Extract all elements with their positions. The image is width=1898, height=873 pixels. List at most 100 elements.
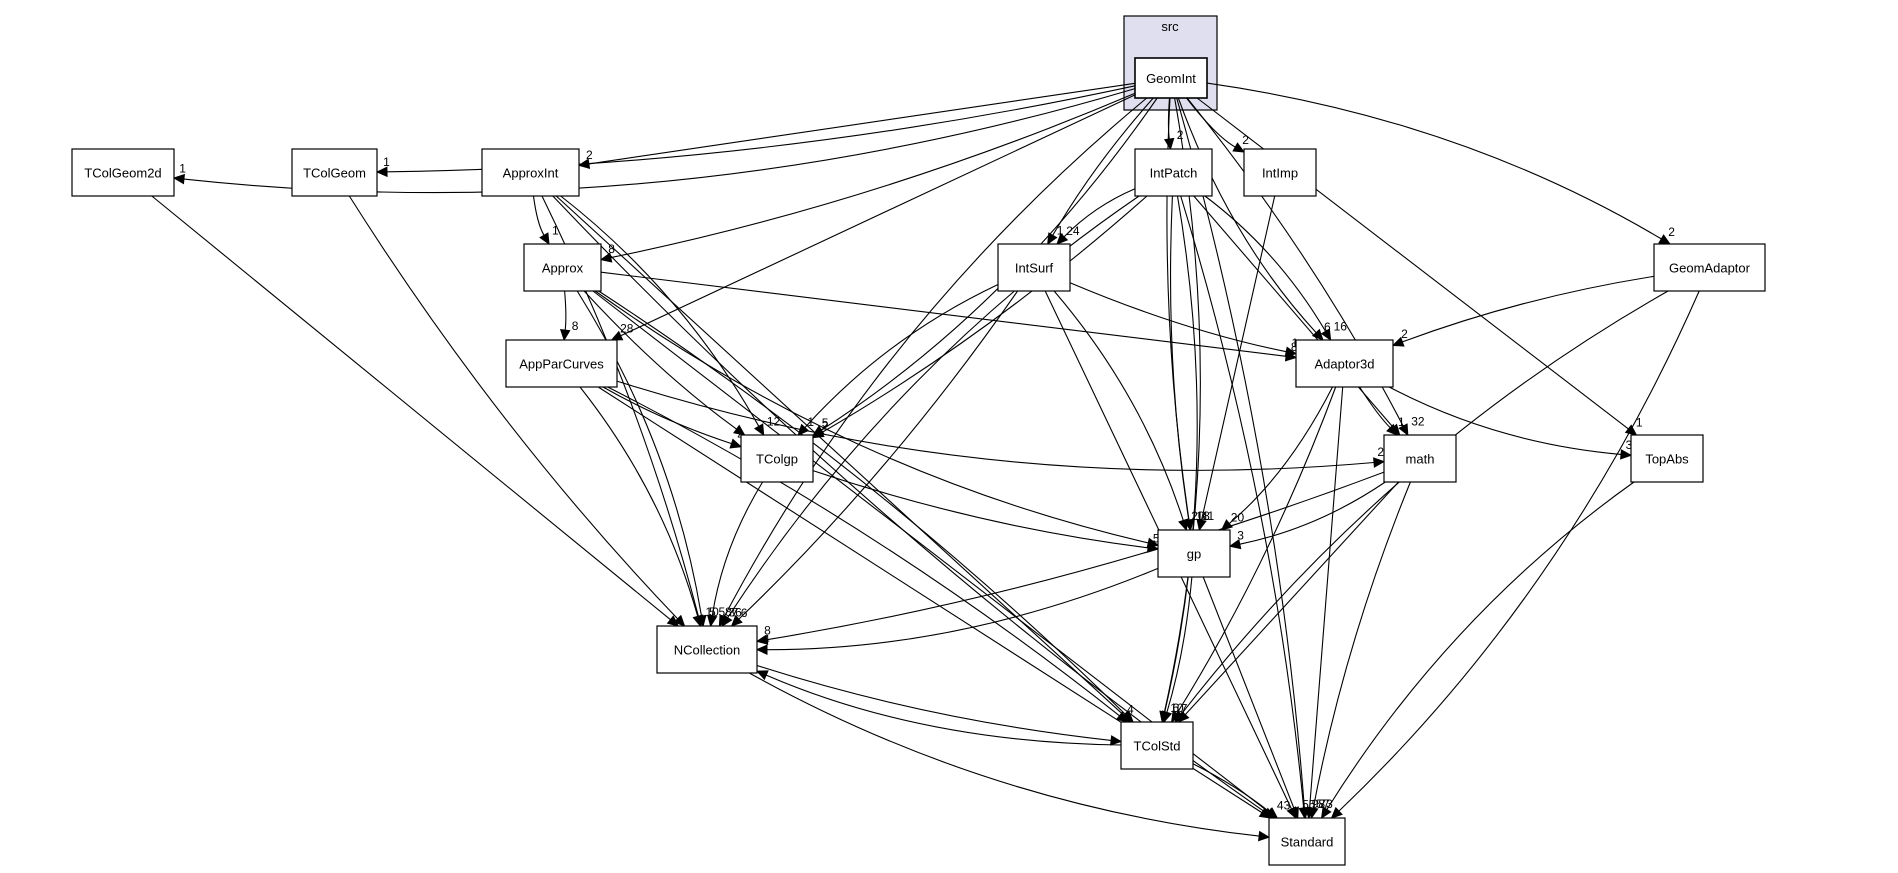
- node-t-col-geom2d[interactable]: TColGeom2d: [71, 148, 175, 197]
- edge-math-to-standard: 73: [1308, 481, 1411, 820]
- edge-count-label[interactable]: 24: [1066, 224, 1080, 238]
- edge-count-label[interactable]: 32: [1411, 415, 1425, 429]
- node-int-patch[interactable]: IntPatch: [1134, 148, 1213, 197]
- edge-count-label[interactable]: 2: [586, 148, 593, 162]
- edge-count-label[interactable]: 28: [620, 321, 634, 335]
- node-standard[interactable]: Standard: [1268, 817, 1346, 866]
- edge-count-label[interactable]: 4: [763, 633, 770, 647]
- edge-line: [1338, 290, 1700, 812]
- arrowhead: [707, 614, 718, 628]
- node-t-col-geom[interactable]: TColGeom: [291, 148, 378, 197]
- node-math[interactable]: math: [1383, 434, 1457, 483]
- node-adaptor3d[interactable]: Adaptor3d: [1295, 339, 1394, 388]
- node-t-colgp[interactable]: TColgp: [740, 434, 814, 483]
- edge-count-label[interactable]: 1: [807, 415, 814, 429]
- arrowhead: [1320, 806, 1332, 820]
- node-app-par-curves[interactable]: AppParCurves: [505, 339, 618, 388]
- edge-count-label[interactable]: 7: [731, 606, 738, 620]
- arrowhead: [1121, 710, 1134, 723]
- edge-count-label[interactable]: 5: [822, 416, 829, 430]
- node-t-col-std[interactable]: TColStd: [1120, 721, 1194, 770]
- edge-n-collection-to-standard: [749, 672, 1271, 842]
- node-label: TColgp: [756, 452, 798, 467]
- node-label: IntImp: [1262, 166, 1298, 181]
- edge-count-label[interactable]: 8: [1291, 340, 1298, 354]
- node-approx[interactable]: Approx: [523, 243, 602, 292]
- node-n-collection[interactable]: NCollection: [656, 625, 758, 674]
- edge-line: [579, 386, 699, 617]
- edge-line: [564, 290, 567, 331]
- node-label: TColStd: [1134, 739, 1181, 754]
- edge-count-label[interactable]: 2: [1668, 225, 1675, 239]
- arrowhead: [1658, 234, 1671, 245]
- node-top-abs[interactable]: TopAbs: [1630, 434, 1704, 483]
- node-label: TopAbs: [1645, 452, 1689, 467]
- edge-line: [1176, 97, 1305, 809]
- edge-line: [1164, 195, 1198, 713]
- node-label: IntPatch: [1150, 166, 1198, 181]
- arrowhead: [1620, 449, 1633, 460]
- edge-count-label[interactable]: 20: [1231, 510, 1245, 524]
- edge-count-label[interactable]: 1: [1208, 509, 1215, 523]
- edge-geom-adaptor-to-standard: [1330, 290, 1700, 819]
- edge-count-label[interactable]: 2: [1401, 327, 1408, 341]
- edge-t-colgp-to-gp: 55: [812, 470, 1167, 553]
- edge-count-label[interactable]: 6: [1324, 320, 1331, 334]
- edge-int-patch-to-n-collection: 7: [721, 195, 1140, 628]
- node-geom-adaptor[interactable]: GeomAdaptor: [1653, 243, 1766, 292]
- edge-line: [821, 195, 1148, 434]
- node-approx-int[interactable]: ApproxInt: [481, 148, 580, 197]
- edge-count-label[interactable]: 2: [822, 419, 829, 433]
- edge-line: [711, 481, 764, 617]
- node-gp[interactable]: gp: [1157, 529, 1231, 578]
- edge-count-label[interactable]: 55: [1302, 797, 1316, 811]
- edge-count-label[interactable]: 16: [1334, 320, 1348, 334]
- edge-count-label[interactable]: 8: [608, 242, 615, 256]
- edge-int-surf-to-gp: 20: [1053, 290, 1205, 532]
- node-label: TColGeom2d: [84, 166, 161, 181]
- edge-count-label[interactable]: 20: [1191, 509, 1205, 523]
- node-box: [1120, 721, 1194, 770]
- edge-count-label[interactable]: 2: [1242, 133, 1249, 147]
- edge-count-label[interactable]: 1: [552, 224, 559, 238]
- node-int-imp[interactable]: IntImp: [1243, 148, 1317, 197]
- node-int-surf[interactable]: IntSurf: [997, 243, 1071, 292]
- edge-count-label[interactable]: 1: [1057, 224, 1064, 238]
- edge-count-label[interactable]: 1: [179, 161, 186, 175]
- edge-geom-int-to-geom-adaptor: 2: [1206, 82, 1675, 245]
- edge-line: [607, 386, 1120, 717]
- edge-count-label[interactable]: 4: [1127, 703, 1134, 717]
- edge-line: [602, 386, 732, 445]
- arrowhead: [733, 424, 746, 436]
- edge-count-label[interactable]: 2: [1177, 128, 1184, 142]
- edge-count-label[interactable]: 1: [383, 155, 390, 169]
- edge-count-label[interactable]: 6: [741, 606, 748, 620]
- edge-geom-int-to-int-surf: 1: [1047, 97, 1154, 246]
- edge-approx-int-to-approx: 1: [532, 195, 559, 246]
- edge-count-label[interactable]: 43: [1277, 799, 1291, 813]
- edge-line: [1309, 386, 1344, 809]
- edge-count-label[interactable]: 58: [719, 605, 733, 619]
- edge-line: [1228, 386, 1333, 524]
- edge-math-to-n-collection: 8: [755, 471, 1385, 645]
- node-box: [1383, 434, 1457, 483]
- edge-count-label[interactable]: 7: [1181, 702, 1188, 716]
- edge-count-label[interactable]: 1: [1636, 416, 1643, 430]
- node-geom-int[interactable]: GeomInt: [1134, 57, 1208, 99]
- edge-count-label[interactable]: 1: [1292, 336, 1299, 350]
- node-box: [1134, 148, 1213, 197]
- edge-count-label[interactable]: 36: [728, 606, 742, 620]
- edge-count-label[interactable]: 3: [1237, 528, 1244, 542]
- edge-line: [1069, 282, 1287, 353]
- edge-count-label[interactable]: 6: [1172, 701, 1179, 715]
- edge-count-label[interactable]: 1: [1398, 415, 1405, 429]
- edge-line: [821, 97, 1158, 431]
- edge-count-label[interactable]: 8: [764, 624, 771, 638]
- edge-count-label[interactable]: 8: [572, 319, 579, 333]
- edge-count-label[interactable]: 57: [1316, 797, 1330, 811]
- arrowhead: [1162, 710, 1173, 724]
- arrowhead: [1170, 710, 1182, 724]
- edge-count-label[interactable]: 2: [1377, 445, 1384, 459]
- edge-count-label[interactable]: 3: [1626, 438, 1633, 452]
